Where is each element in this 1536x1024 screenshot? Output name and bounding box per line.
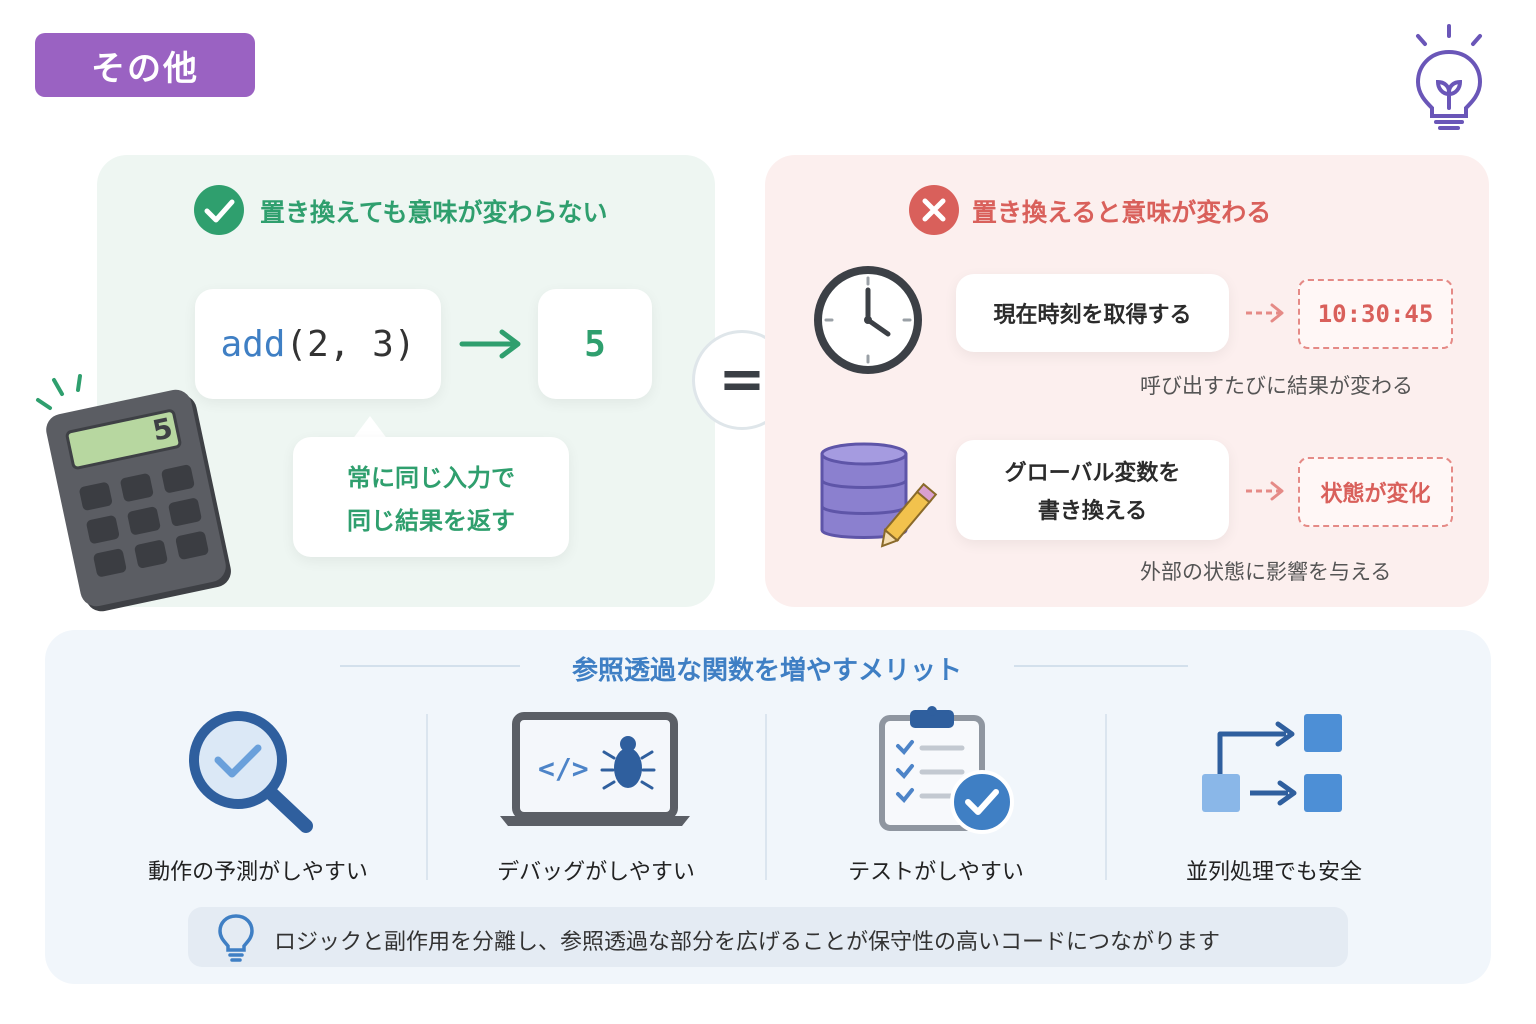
database-pencil-icon: [820, 442, 938, 548]
tip-bar: [188, 907, 1348, 967]
benefit-label-3: テストがしやすい: [848, 860, 1024, 885]
divider-1: [426, 714, 428, 880]
result-box-1: 10:30:45: [1298, 279, 1453, 349]
tip-lightbulb-icon: [218, 914, 254, 962]
result-box-2: 状態が変化: [1298, 457, 1453, 527]
title-rule-right: [1014, 665, 1188, 667]
equals-symbol: =: [718, 347, 766, 412]
result-value: 5: [584, 323, 606, 365]
code-card: add(2, 3): [195, 289, 441, 399]
title-rule-left: [340, 665, 520, 667]
dashed-arrow-icon-1: [1246, 303, 1284, 323]
caption-2: 外部の状態に影響を与える: [1140, 560, 1392, 584]
section-tag: その他: [35, 33, 255, 97]
callout-pointer: [352, 416, 388, 440]
calculator-keys: [78, 464, 210, 578]
action-text-2-line-2: 書き換える: [1037, 499, 1148, 524]
benefits-title: 参照透過な関数を増やすメリット: [571, 656, 962, 686]
svg-text:</>: </>: [538, 752, 589, 785]
note-line-1: 常に同じ入力で: [347, 464, 515, 492]
pure-heading: 置き換えても意味が変わらない: [260, 198, 608, 227]
parallel-flow-icon: [1202, 714, 1342, 812]
x-circle-icon: [909, 185, 959, 235]
divider-3: [1105, 714, 1107, 880]
laptop-bug-icon: </>: [500, 712, 690, 826]
code-function-name: add: [220, 323, 286, 365]
sparkle-lines: [36, 374, 82, 410]
arrow-right-icon: [459, 329, 521, 359]
benefit-label-4: 並列処理でも安全: [1185, 860, 1362, 885]
tip-text: ロジックと副作用を分離し、参照透過な部分を広げることが保守性の高いコードにつなが…: [274, 930, 1221, 955]
impure-heading: 置き換えると意味が変わる: [972, 198, 1272, 227]
code-arguments: (2, 3): [285, 323, 416, 365]
note-line-2: 同じ結果を返す: [347, 507, 515, 535]
clipboard-check-icon: [879, 706, 1014, 834]
check-circle-icon: [194, 185, 244, 235]
benefit-label-2: デバッグがしやすい: [497, 860, 695, 885]
clock-icon: [814, 266, 922, 374]
dashed-arrow-icon-2: [1246, 481, 1284, 501]
action-card-1: 現在時刻を取得する: [956, 274, 1229, 352]
action-card-2: グローバル変数を 書き換える: [956, 440, 1229, 540]
benefit-label-1: 動作の予測がしやすい: [148, 860, 368, 885]
divider-2: [765, 714, 767, 880]
lightbulb-icon: [1415, 24, 1483, 130]
magnifier-check-icon: [189, 711, 313, 833]
action-text-1: 現在時刻を取得する: [993, 303, 1192, 328]
result-card: 5: [538, 289, 652, 399]
result-value-1: 10:30:45: [1317, 300, 1434, 328]
note-bubble: 常に同じ入力で 同じ結果を返す: [293, 437, 569, 557]
action-text-2-line-1: グローバル変数を: [1004, 461, 1181, 486]
result-value-2: 状態が変化: [1320, 482, 1431, 507]
caption-1: 呼び出すたびに結果が変わる: [1140, 374, 1413, 398]
